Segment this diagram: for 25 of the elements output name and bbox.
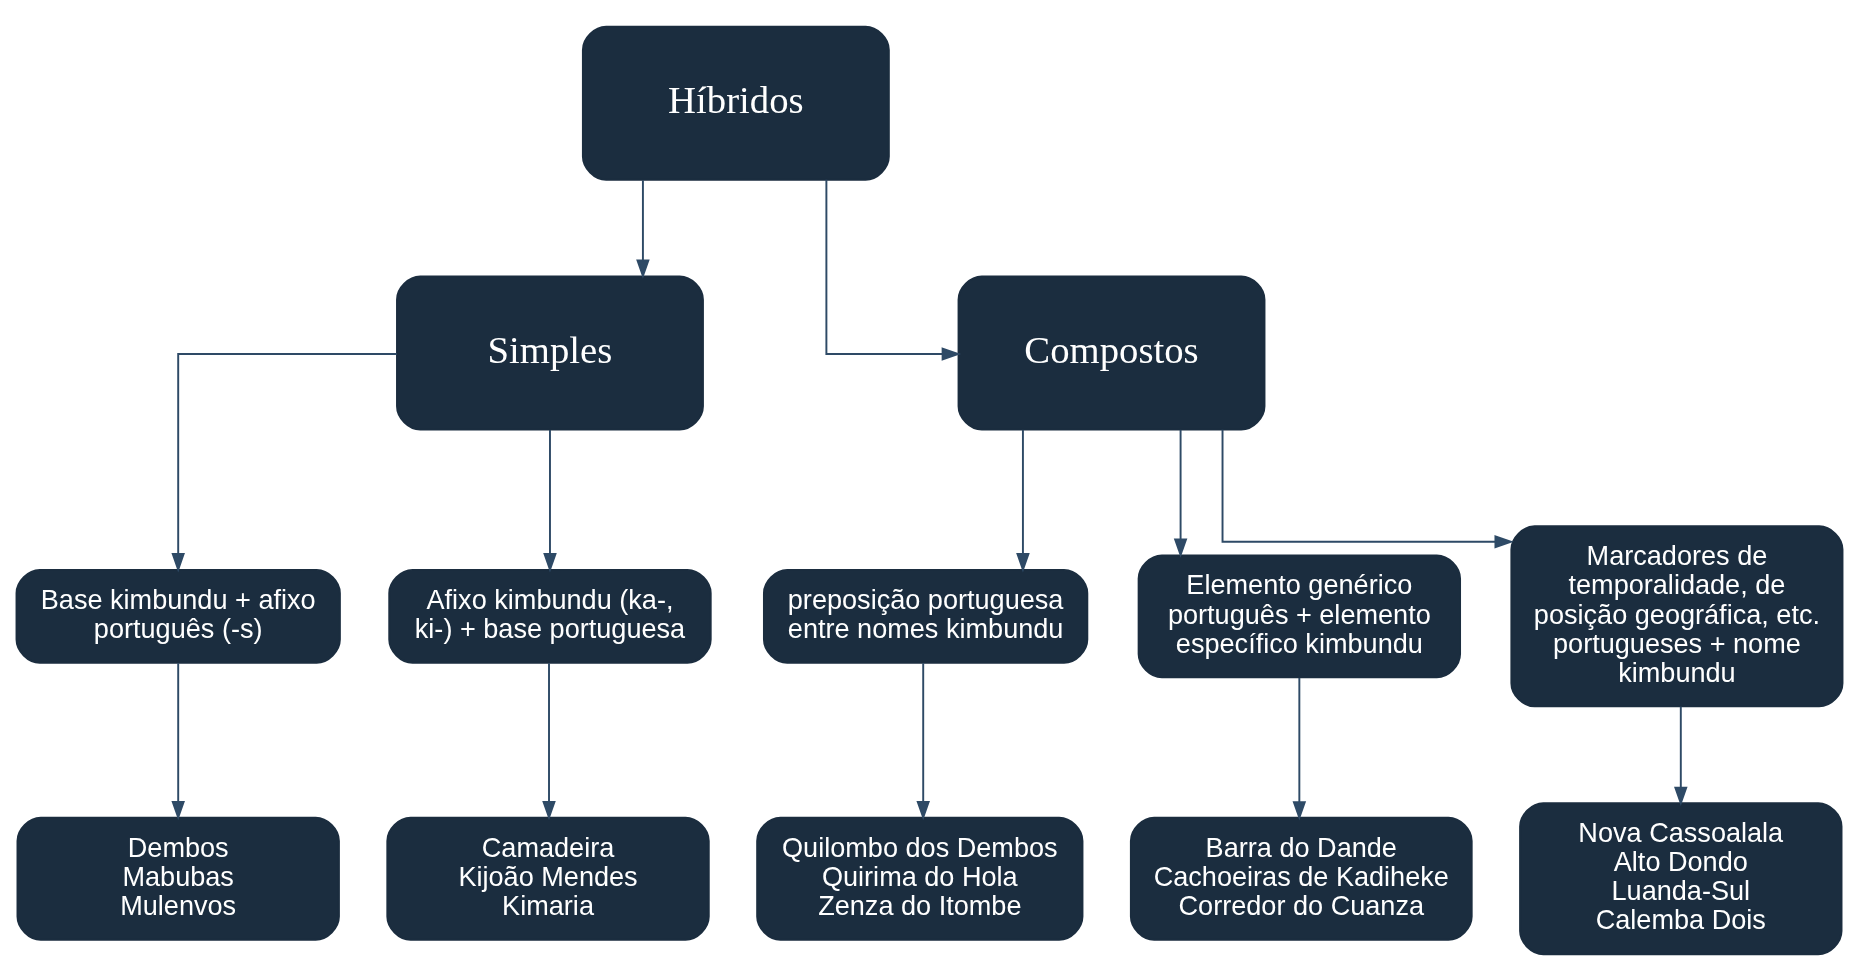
arrow bbox=[171, 661, 185, 820]
arrow bbox=[1674, 705, 1688, 806]
arrow bbox=[171, 352, 398, 572]
arrow bbox=[825, 178, 962, 361]
node-box: Camadeira Kijoão Mendes Kimaria bbox=[386, 816, 710, 941]
arrow bbox=[1292, 676, 1307, 821]
node-box: Simples bbox=[396, 275, 704, 430]
arrow bbox=[1173, 428, 1188, 558]
node-box: preposição portuguesa entre nomes kimbundu bbox=[762, 568, 1089, 664]
node-box: Barra do Dande Cachoeiras de Kadiheke Corredor do Cuanza bbox=[1129, 816, 1473, 941]
arrow bbox=[1016, 428, 1030, 572]
arrow bbox=[636, 178, 650, 279]
arrow bbox=[542, 661, 556, 820]
node-box: Marcadores de temporalidade, de posição geográfica, etc. portugueses + nome kimbundu bbox=[1510, 524, 1844, 707]
arrow bbox=[543, 428, 557, 572]
node-box: Nova Cassoalala Alto Dondo Luanda-Sul Calemba Dois bbox=[1519, 801, 1843, 955]
node-box: Híbridos bbox=[581, 25, 890, 181]
node-box: Base kimbundu + afixo português (-s) bbox=[15, 568, 341, 664]
arrow bbox=[1221, 428, 1514, 549]
node-box: Dembos Mabubas Mulenvos bbox=[16, 816, 340, 941]
node-box: Elemento genérico português + elemento específico kimbundu bbox=[1137, 553, 1462, 678]
node-box: Afixo kimbundu (ka-, ki-) + base portuguesa bbox=[388, 568, 712, 664]
node-box: Quilombo dos Dembos Quirima do Hola Zenza do Itombe bbox=[756, 816, 1084, 941]
arrow bbox=[916, 661, 930, 820]
node-box: Compostos bbox=[957, 275, 1266, 430]
